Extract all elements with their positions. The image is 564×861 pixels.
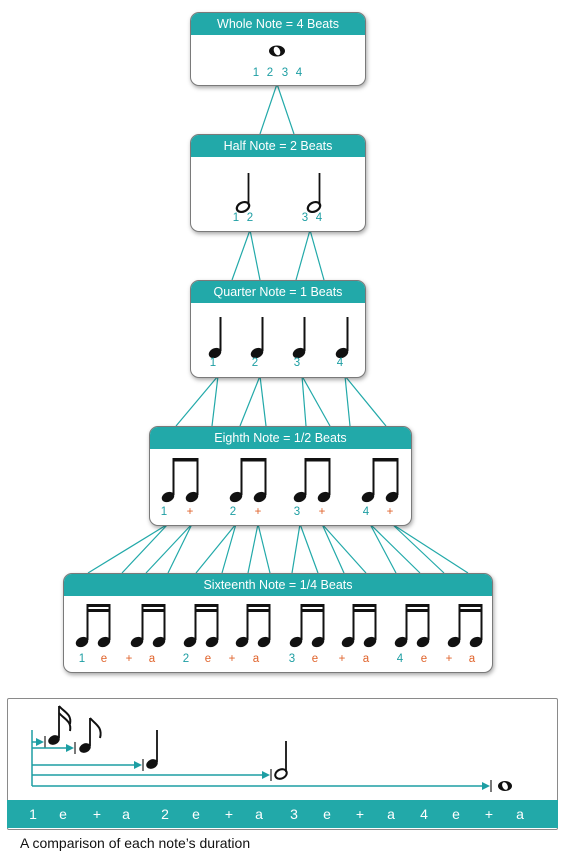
eighth-notes-icon: [161, 458, 399, 503]
half-count-1: 1: [232, 212, 240, 224]
quarter-note-icon: [335, 317, 349, 359]
count-label: a: [122, 806, 130, 822]
count-label: e: [59, 806, 67, 822]
sixteenth-count-label: a: [362, 653, 370, 665]
eighth-count-and-1: +: [186, 506, 194, 518]
sixteenth-count-label: e: [204, 653, 212, 665]
count-label: 4: [420, 806, 428, 822]
eighth-note-pair-icon: [161, 458, 199, 503]
quarter-note-box: Quarter Note = 1 Beats: [190, 280, 366, 378]
sixteenth-count-label: 2: [182, 653, 190, 665]
count-label: e: [452, 806, 460, 822]
quarter-count-4: 4: [336, 357, 344, 369]
quarter-note-icon: [208, 317, 222, 359]
count-label: +: [484, 806, 494, 822]
quarter-count-2: 2: [251, 357, 259, 369]
count-label: a: [255, 806, 263, 822]
caption: A comparison of each note’s duration: [20, 835, 251, 851]
sixteenth-count-label: a: [252, 653, 260, 665]
duration-arrow: [32, 759, 144, 771]
sixteenth-note-pair-icon: [183, 604, 219, 648]
sixteenth-note-pair-icon: [235, 604, 271, 648]
sixteenth-note-icon: [48, 705, 72, 745]
count-label: 3: [290, 806, 298, 822]
whole-note-box: Whole Note = 4 Beats: [190, 12, 366, 86]
eighth-note-pair-icon: [293, 458, 331, 503]
half-note-box: Half Note = 2 Beats: [190, 134, 366, 232]
half-notes-icon: [235, 173, 322, 214]
sixteenth-count-label: 1: [78, 653, 86, 665]
sixteenth-count-label: 4: [396, 653, 404, 665]
count-label: 1: [29, 806, 37, 822]
half-note-title: Half Note = 2 Beats: [191, 135, 365, 157]
count-label: a: [516, 806, 524, 822]
whole-count-1: 1: [252, 67, 260, 79]
count-label: +: [224, 806, 234, 822]
quarter-count-3: 3: [293, 357, 301, 369]
sixteenth-count-label: +: [338, 653, 346, 665]
count-label: +: [355, 806, 365, 822]
sixteenth-note-pair-icon: [394, 604, 430, 648]
sixteenth-note-pair-icon: [75, 604, 111, 648]
eighth-count-and-4: +: [386, 506, 394, 518]
sixteenth-count-label: +: [228, 653, 236, 665]
sixteenth-note-pair-icon: [130, 604, 166, 648]
count-bar: [7, 800, 558, 828]
sixteenth-count-label: a: [468, 653, 476, 665]
sixteenth-note-pair-icon: [447, 604, 483, 648]
sixteenth-count-label: +: [445, 653, 453, 665]
sixteenth-note-title: Sixteenth Note = 1/4 Beats: [64, 574, 492, 596]
sixteenth-count-label: e: [420, 653, 428, 665]
eighth-note-pair-icon: [361, 458, 399, 503]
duration-arrow: [32, 780, 492, 792]
whole-note-title: Whole Note = 4 Beats: [191, 13, 365, 35]
whole-count-3: 3: [281, 67, 289, 79]
count-label: +: [92, 806, 102, 822]
eighth-note-title: Eighth Note = 1/2 Beats: [150, 427, 411, 449]
count-label: 2: [161, 806, 169, 822]
quarter-note-title: Quarter Note = 1 Beats: [191, 281, 365, 303]
half-count-2: 2: [246, 212, 254, 224]
sixteenth-count-label: e: [311, 653, 319, 665]
eighth-count-and-3: +: [318, 506, 326, 518]
eighth-count-and-2: +: [254, 506, 262, 518]
whole-count-4: 4: [295, 67, 303, 79]
sixteenth-count-label: +: [125, 653, 133, 665]
whole-note-icon: [498, 781, 512, 791]
whole-note-icon: [269, 45, 285, 57]
half-count-3: 3: [301, 212, 309, 224]
count-label: e: [192, 806, 200, 822]
quarter-notes-icon: [208, 317, 349, 359]
sixteenth-count-label: 3: [288, 653, 296, 665]
eighth-count-3: 3: [293, 506, 301, 518]
duration-arrow: [32, 742, 76, 754]
sixteenth-note-pair-icon: [289, 604, 325, 648]
count-label: e: [323, 806, 331, 822]
eighth-note-pair-icon: [229, 458, 267, 503]
eighth-note-icon: [79, 717, 102, 753]
quarter-note-icon: [250, 317, 264, 359]
sixteenth-notes-icon: [75, 604, 483, 648]
sixteenth-count-label: e: [100, 653, 108, 665]
eighth-count-2: 2: [229, 506, 237, 518]
eighth-note-box: Eighth Note = 1/2 Beats: [149, 426, 412, 526]
duration-arrow: [32, 769, 272, 781]
quarter-note-icon: [146, 730, 158, 769]
whole-count-2: 2: [266, 67, 274, 79]
quarter-note-icon: [292, 317, 306, 359]
count-label: a: [387, 806, 395, 822]
quarter-count-1: 1: [209, 357, 217, 369]
sixteenth-note-pair-icon: [341, 604, 377, 648]
sixteenth-count-label: a: [148, 653, 156, 665]
duration-arrow: [32, 736, 46, 748]
half-note-icon: [274, 741, 288, 780]
eighth-count-4: 4: [362, 506, 370, 518]
sixteenth-note-box: Sixteenth Note = 1/4 Beats: [63, 573, 493, 673]
eighth-count-1: 1: [160, 506, 168, 518]
half-count-4: 4: [315, 212, 323, 224]
